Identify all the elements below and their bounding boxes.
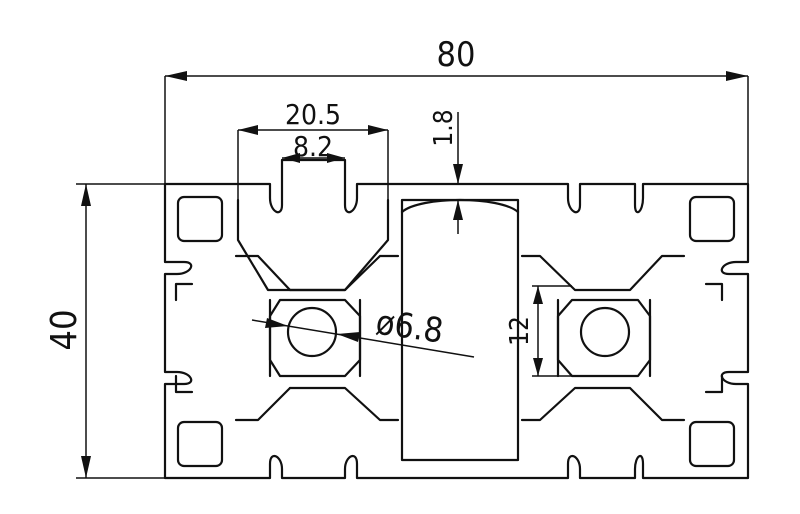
slot-outer-label: 20.5 — [285, 98, 341, 131]
overall-width-label: 80 — [437, 35, 476, 75]
dimension-lines — [76, 71, 749, 479]
overall-height-label: 40 — [44, 309, 85, 350]
center-web-label: 12 — [505, 316, 535, 346]
bore-diameter-label: ø6.8 — [373, 303, 445, 352]
profile-outline — [163, 158, 750, 480]
slot-inner-label: 8.2 — [293, 130, 333, 163]
wall-thickness-label: 1.8 — [429, 109, 459, 146]
